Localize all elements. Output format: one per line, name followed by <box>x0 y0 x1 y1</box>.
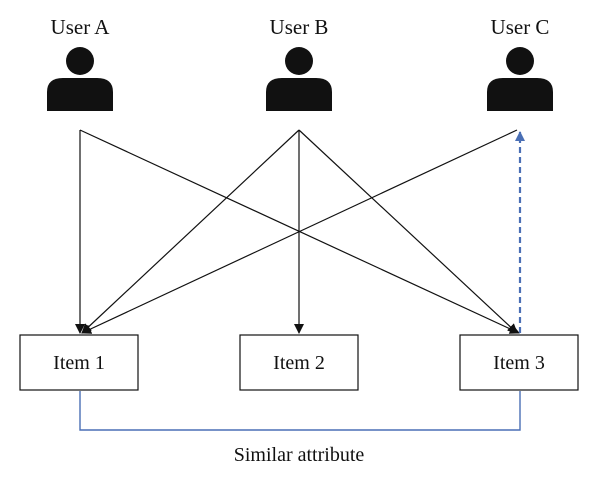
user-a-person-icon <box>47 47 113 111</box>
user-c-person-icon <box>487 47 553 111</box>
user-c-label: User C <box>491 15 550 39</box>
item-3-label: Item 3 <box>493 352 545 374</box>
edges <box>75 129 520 334</box>
item-1-node: Item 1 <box>19 334 139 391</box>
user-b-person-icon <box>266 47 332 111</box>
user-a-label: User A <box>51 15 111 39</box>
edge-user-c-item-1 <box>81 129 518 334</box>
similarity-caption: Similar attribute <box>234 444 365 466</box>
user-b-label: User B <box>270 15 329 39</box>
item-3-node: Item 3 <box>459 334 579 391</box>
edge-user-b-item-1 <box>81 129 300 334</box>
edge-user-b-item-3 <box>298 129 518 334</box>
item-1-label: Item 1 <box>53 352 105 374</box>
similarity-link <box>79 391 521 431</box>
item-2-label: Item 2 <box>273 352 325 374</box>
item-2-node: Item 2 <box>239 334 359 391</box>
